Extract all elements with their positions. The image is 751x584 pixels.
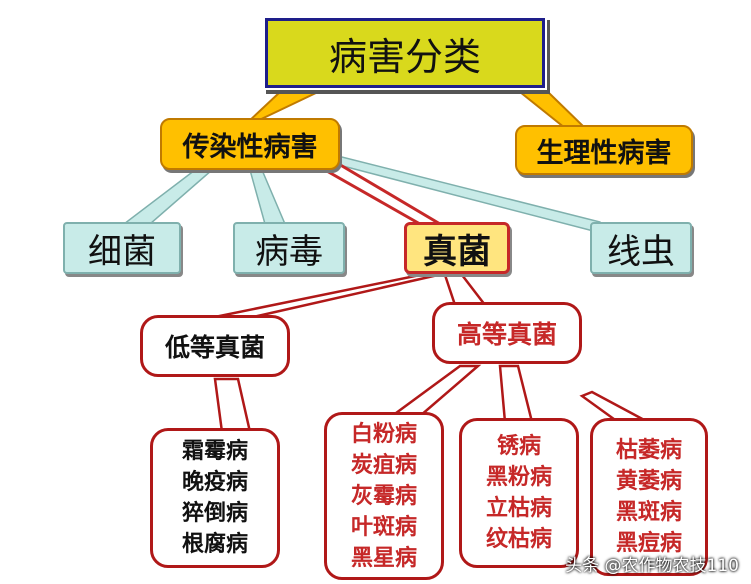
higher-fungi-disease-list-2: 锈病 黑粉病 立枯病 纹枯病 [459,418,579,568]
list-item: 立枯病 [485,496,552,521]
list-item: 灰霉病 [350,483,417,509]
infectious-disease-node: 传染性病害 [160,118,340,170]
list-item: 炭疽病 [350,452,417,478]
root-node: 病害分类 [265,18,545,88]
list-item: 根腐病 [181,532,248,557]
connector-lower-fungi [199,273,439,322]
list-item: 黄萎病 [615,469,682,494]
lower-fungi-node: 低等真菌 [140,315,290,377]
callout-higher-list-2 [498,364,534,424]
higher-fungi-node: 高等真菌 [432,302,582,364]
higher-fungi-disease-list-1: 白粉病 炭疽病 灰霉病 叶斑病 黑星病 [324,412,444,580]
watermark-text: 头条 @农作物农技110 [565,556,739,576]
connector-bacteria [121,169,215,225]
list-item: 锈病 [496,434,541,459]
list-item: 猝倒病 [181,501,248,526]
nematode-node: 线虫 [590,222,692,274]
list-item: 黑星病 [350,545,417,571]
higher-fungi-disease-list-3: 枯萎病 黄萎病 黑斑病 黑痘病 [590,418,708,576]
lower-fungi-disease-list: 霜霉病 晚疫病 猝倒病 根腐病 [150,428,280,568]
list-item: 黑痘病 [615,531,682,556]
connector-virus [249,169,287,225]
list-item: 白粉病 [350,421,417,447]
list-item: 霜霉病 [181,439,248,464]
virus-node: 病毒 [233,222,345,274]
list-item: 黑斑病 [615,500,682,525]
callout-root-physio [517,91,588,129]
list-item: 枯萎病 [615,438,682,463]
list-item: 黑粉病 [485,465,552,490]
list-item: 叶斑病 [350,514,417,540]
physiological-disease-node: 生理性病害 [515,125,693,175]
list-item: 晚疫病 [181,470,248,495]
callout-higher-list-1 [388,364,482,418]
connector-higher-fungi [443,273,488,307]
list-item: 纹枯病 [485,527,552,552]
callout-lower-list [213,377,252,434]
bacteria-node: 细菌 [63,222,181,274]
fungus-node: 真菌 [404,222,510,274]
